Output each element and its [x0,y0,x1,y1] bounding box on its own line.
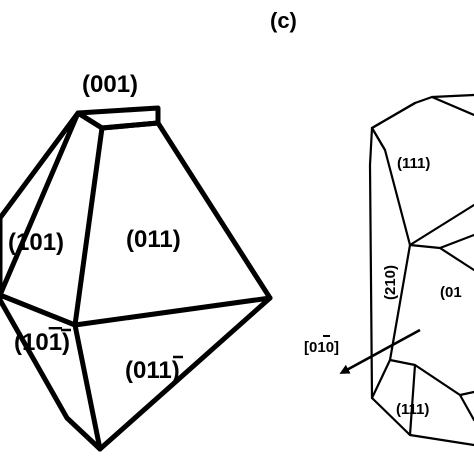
left-crystal-outline [0,110,273,452]
right-crystal-lower-facets [388,358,474,437]
right-crystal-center-edge [438,246,474,272]
label-face-101: (101) [8,229,64,256]
label-face-111-top: (111) [397,155,430,172]
equator-edge [0,292,273,328]
label-direction-0-10: [010] [304,339,339,356]
label-face-001: (001) [82,71,138,98]
label-face-01-1bar: (011) [125,357,180,384]
label-face-011: (011) [126,226,181,253]
panel-label: (c) [270,8,297,33]
left-crystal [0,105,273,452]
label-face-010-partial: (01 [440,284,462,301]
upper-ridge-edge [72,125,105,328]
label-face-111-bottom: (111) [396,401,429,418]
direction-arrow [339,328,421,374]
face-001-edge [75,105,161,131]
right-crystal [368,93,474,447]
label-face-10-1bar: (101) [14,329,70,356]
label-face-210: (210) [382,265,399,300]
right-crystal-outline [368,93,474,447]
lower-ridge-edge [72,322,103,452]
